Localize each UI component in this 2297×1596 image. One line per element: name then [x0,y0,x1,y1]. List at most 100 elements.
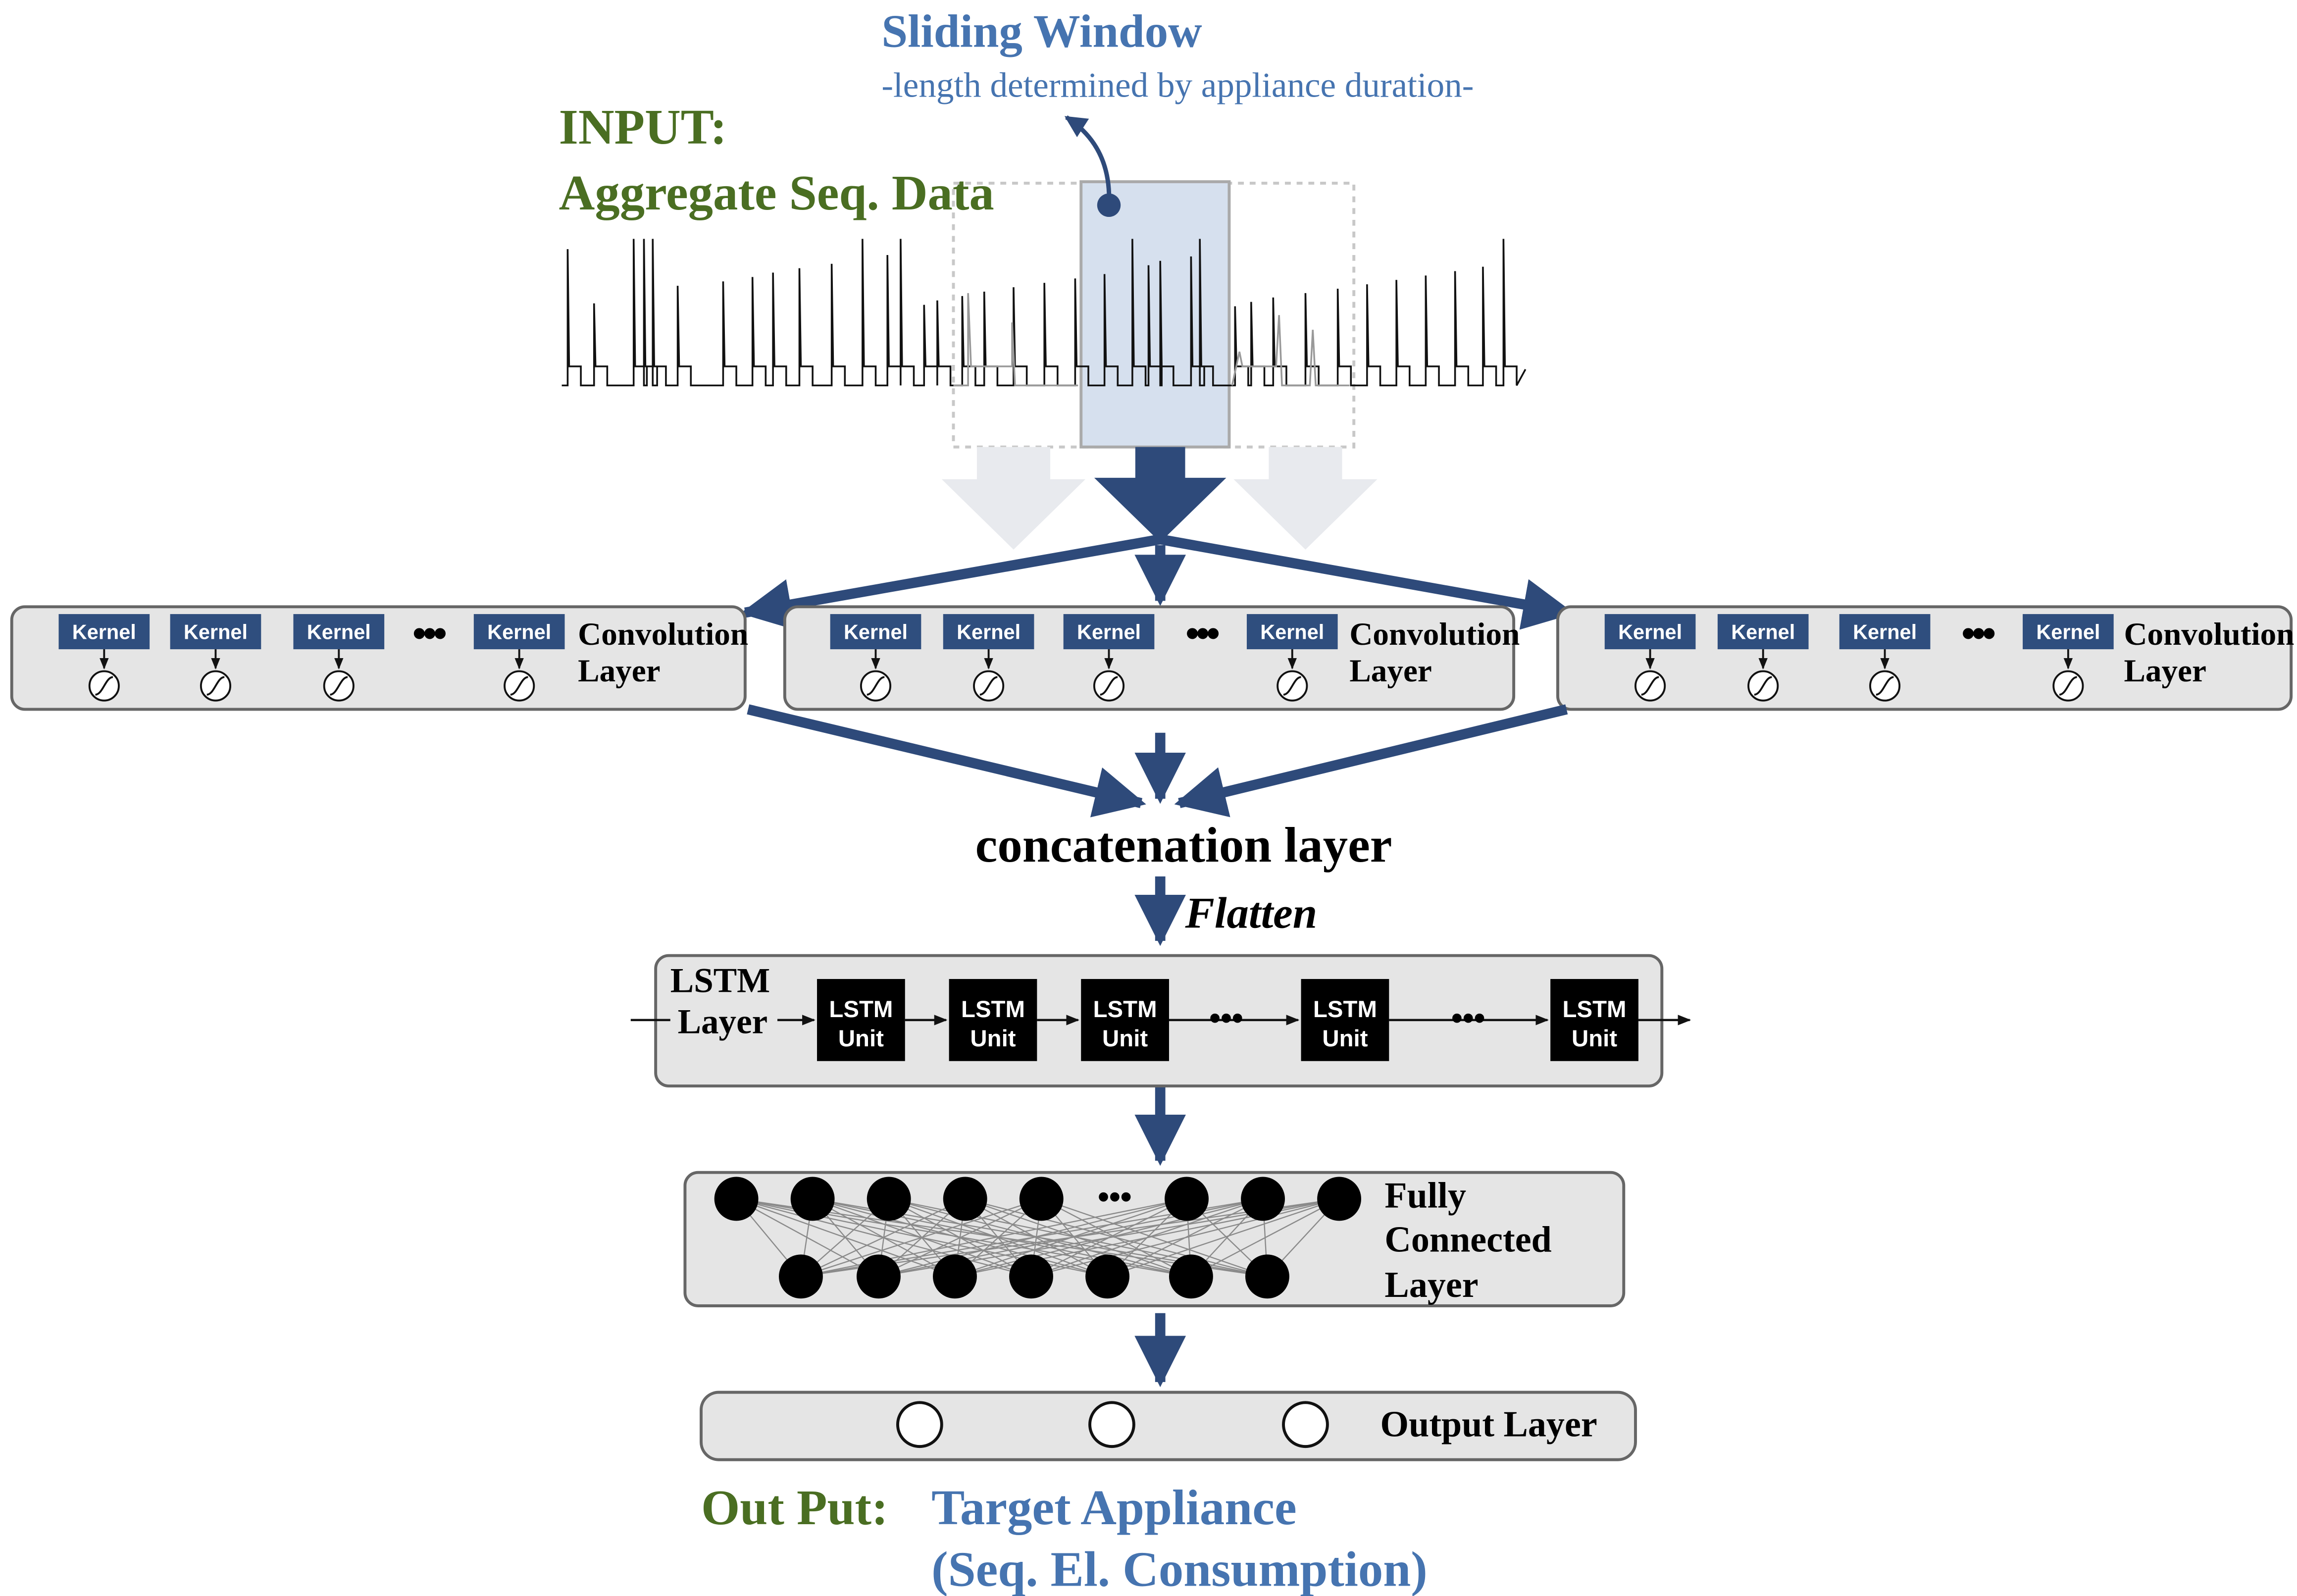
convolution-label-line1: Convolution [1349,617,1520,652]
kernel-box [830,614,921,650]
fc-node-top [1241,1177,1285,1221]
faded-down-arrow-left [941,447,1086,550]
convolution-label-line1: Convolution [578,617,748,652]
faded-down-arrow-right [1233,447,1378,550]
fc-connection [878,1198,1042,1277]
lstm-unit-label-line1: LSTM [1313,996,1377,1023]
sigmoid-curve [1100,676,1118,696]
lstm-unit-box [949,979,1037,1061]
lstm-unit-label-line2: Unit [1102,1026,1148,1052]
conv-ellipsis: ••• [1962,612,1995,655]
lstm-unit-label-line1: LSTM [1563,996,1627,1023]
fc-node-bottom [856,1254,901,1299]
lstm-unit-label-line1: LSTM [829,996,893,1023]
fc-node-top [943,1177,987,1221]
sigmoid-curve [2059,676,2078,696]
kernel-label: Kernel [1731,620,1795,643]
fc-node-top [714,1177,759,1221]
fully-connected-label-line1: Fully [1384,1176,1466,1216]
lstm-ellipsis: ••• [1451,1000,1485,1036]
convolution-label-line2: Layer [578,653,660,689]
sliding-window-title: Sliding Window [881,6,1202,57]
fully-connected-nodes: ••• [714,1177,1362,1299]
input-subtitle: Aggregate Seq. Data [559,165,994,220]
kernel-label: Kernel [844,620,908,643]
sigmoid-curve [95,676,113,696]
sigmoid-curve [867,676,885,696]
fc-node-top [867,1177,911,1221]
kernel-box [58,614,150,650]
conv-ellipsis: ••• [1186,612,1219,655]
fc-node-bottom [778,1254,823,1299]
sigmoid-curve [206,676,225,696]
fc-node-bottom [1009,1254,1053,1299]
output-node [1088,1401,1135,1448]
concatenation-layer-label: concatenation layer [975,817,1392,873]
kernel-label: Kernel [487,620,551,643]
sliding-window-active [1079,180,1231,449]
fc-node-top [790,1177,835,1221]
sigmoid-curve [330,676,348,696]
fc-connection [736,1198,879,1277]
kernel-label: Kernel [1077,620,1141,643]
lstm-ellipsis: ••• [1209,1000,1243,1036]
fc-connection [1031,1198,1339,1277]
sliding-window-left [952,181,1102,449]
sliding-window-callout-dot [1097,193,1121,217]
kernel-label: Kernel [1618,620,1682,643]
fc-node-bottom [933,1254,977,1299]
sliding-window-callout-arrow [1064,115,1112,206]
kernel-box [473,614,565,650]
fc-connection [800,1198,966,1277]
main-down-arrow [1094,447,1226,543]
sigmoid-curve [1641,676,1659,696]
output-node [896,1401,943,1448]
fully-connected-panel [683,1171,1626,1307]
output-target-line2: (Seq. El. Consumption) [931,1541,1428,1596]
lstm-unit-box [1301,979,1389,1061]
fc-node-bottom [1169,1254,1213,1299]
sigmoid-curve [510,676,528,696]
lstm-unit-label-line2: Unit [970,1026,1016,1052]
kernel-box [1717,614,1809,650]
kernel-label: Kernel [1853,620,1917,643]
kernel-box [293,614,385,650]
fc-node-bottom [1085,1254,1129,1299]
sliding-window-subtitle: -length determined by appliance duration… [881,66,1474,104]
kernel-box [1246,614,1338,650]
lstm-unit-box [1081,979,1169,1061]
kernel-label: Kernel [957,620,1021,643]
kernel-box [943,614,1034,650]
aggregate-signal [561,239,1527,387]
fc-node-top [1165,1177,1209,1221]
fc-node-bottom [1245,1254,1289,1299]
fc-node-top [1019,1177,1064,1221]
fan-out-arrows [740,534,1575,630]
lstm-unit-box [1550,979,1638,1061]
sigmoid-curve [1283,676,1302,696]
fc-connection [1041,1198,1268,1277]
output-node [1282,1401,1329,1448]
lstm-unit-label-line1: LSTM [961,996,1025,1023]
kernel-label: Kernel [2036,620,2100,643]
fc-connection [1190,1198,1340,1277]
kernel-label: Kernel [72,620,136,643]
kernel-box [1063,614,1155,650]
flatten-label: Flatten [1185,889,1318,937]
fc-connection [1107,1198,1339,1277]
kernel-label: Kernel [307,620,371,643]
convolution-label-line2: Layer [1349,653,1431,689]
lstm-units: LSTMUnitLSTMUnitLSTMUnitLSTMUnitLSTMUnit… [630,979,1691,1061]
fc-node-top [1317,1177,1362,1221]
lstm-unit-label-line2: Unit [838,1026,884,1052]
sigmoid-curve [1876,676,1894,696]
fully-connected-label-line2: Connected [1384,1220,1551,1260]
lstm-unit-label-line1: LSTM [1093,996,1157,1023]
convolution-label-line1: Convolution [2124,617,2294,652]
kernel-box [1839,614,1931,650]
convolution-label-line2: Layer [2124,653,2206,689]
kernel-box [1604,614,1696,650]
lstm-layer-label-line2: Layer [678,1003,768,1041]
